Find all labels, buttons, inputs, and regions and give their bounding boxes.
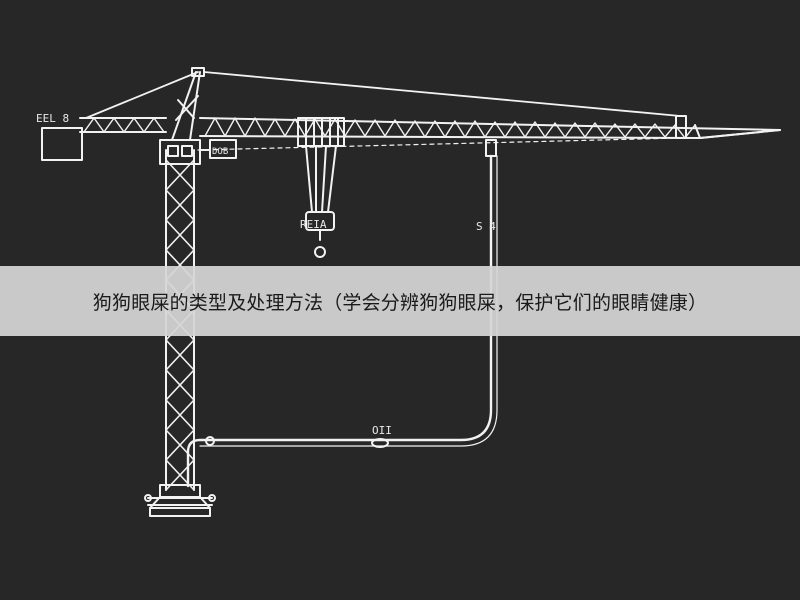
operator-cab	[159, 139, 237, 165]
hook-block	[305, 145, 337, 258]
cable-label: OII	[372, 424, 392, 437]
cable-anchor	[205, 436, 215, 446]
crane-base	[144, 484, 216, 517]
cab-label: DOB	[212, 147, 228, 157]
counterweight-block	[41, 127, 83, 161]
counterweight-label: EEL 8	[36, 112, 69, 125]
pendant-cables	[85, 71, 681, 151]
feed-cable	[186, 154, 493, 488]
crane-jib	[199, 115, 781, 139]
caption-band: 狗狗眼屎的类型及处理方法（学会分辨狗狗眼屎，保护它们的眼睛健康）	[0, 266, 800, 336]
caption-title: 狗狗眼屎的类型及处理方法（学会分辨狗狗眼屎，保护它们的眼睛健康）	[92, 291, 708, 314]
trolley-label: S 4	[476, 220, 496, 233]
trolley	[297, 117, 345, 147]
hook-label: REIA	[300, 218, 327, 231]
counter-jib	[79, 117, 167, 133]
cable-clamp	[371, 438, 389, 448]
tower-head	[171, 67, 205, 141]
